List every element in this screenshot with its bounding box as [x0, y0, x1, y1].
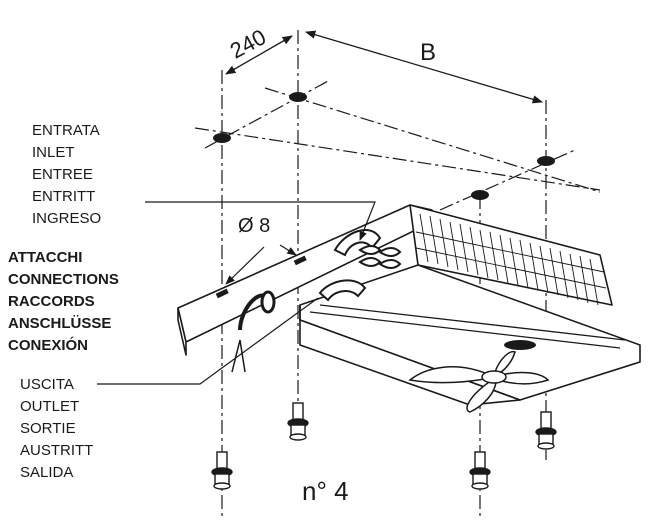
- connection-label-it: ATTACCHI: [8, 249, 83, 266]
- connection-label-es: CONEXIÓN: [8, 337, 89, 354]
- outlet-label-en: OUTLET: [20, 398, 80, 415]
- outlet-label-es: SALIDA: [20, 464, 74, 481]
- connection-marks: [215, 255, 307, 299]
- quantity-label: n° 4: [302, 476, 349, 506]
- fan: [408, 350, 550, 413]
- inlet-label-fr: ENTREE: [32, 166, 93, 183]
- bolt-left: [211, 451, 233, 490]
- inlet-labels: ENTRATA INLET ENTREE ENTRITT INGRESO: [32, 120, 101, 230]
- bolt-front: [287, 402, 309, 441]
- bolt-right-back: [535, 411, 557, 450]
- coil-header-pipes: [318, 229, 402, 302]
- outlet-label-de: AUSTRITT: [20, 442, 94, 459]
- drain-hole: [504, 340, 536, 350]
- mounting-grid-lines: [194, 79, 601, 211]
- connection-label-en: CONNECTIONS: [8, 271, 119, 288]
- dimension-b-label: B: [420, 39, 436, 66]
- diameter-leaders: [225, 244, 297, 285]
- connection-label-de: ANSCHLÜSSE: [8, 315, 112, 332]
- connection-label-fr: RACCORDS: [8, 293, 95, 310]
- connection-labels: ATTACCHI CONNECTIONS RACCORDS ANSCHLÜSSE…: [8, 247, 119, 357]
- dimension-240: [225, 35, 293, 75]
- outlet-labels: USCITA OUTLET SORTIE AUSTRITT SALIDA: [20, 374, 93, 484]
- mounting-holes: [213, 92, 555, 200]
- inlet-label-en: INLET: [32, 144, 75, 161]
- coil-fins: [415, 213, 607, 306]
- outlet-label-fr: SORTIE: [20, 420, 76, 437]
- inlet-label-it: ENTRATA: [32, 122, 100, 139]
- diameter-label: Ø 8: [238, 215, 270, 237]
- tray-edges: [309, 304, 626, 349]
- dimension-240-label: 240: [226, 24, 270, 63]
- bolt-right-front: [469, 451, 491, 490]
- inlet-label-de: ENTRITT: [32, 188, 96, 205]
- outlet-label-it: USCITA: [20, 376, 74, 393]
- inlet-label-es: INGRESO: [32, 210, 102, 227]
- label-leaders: [97, 201, 376, 385]
- dimension-b: [305, 30, 543, 104]
